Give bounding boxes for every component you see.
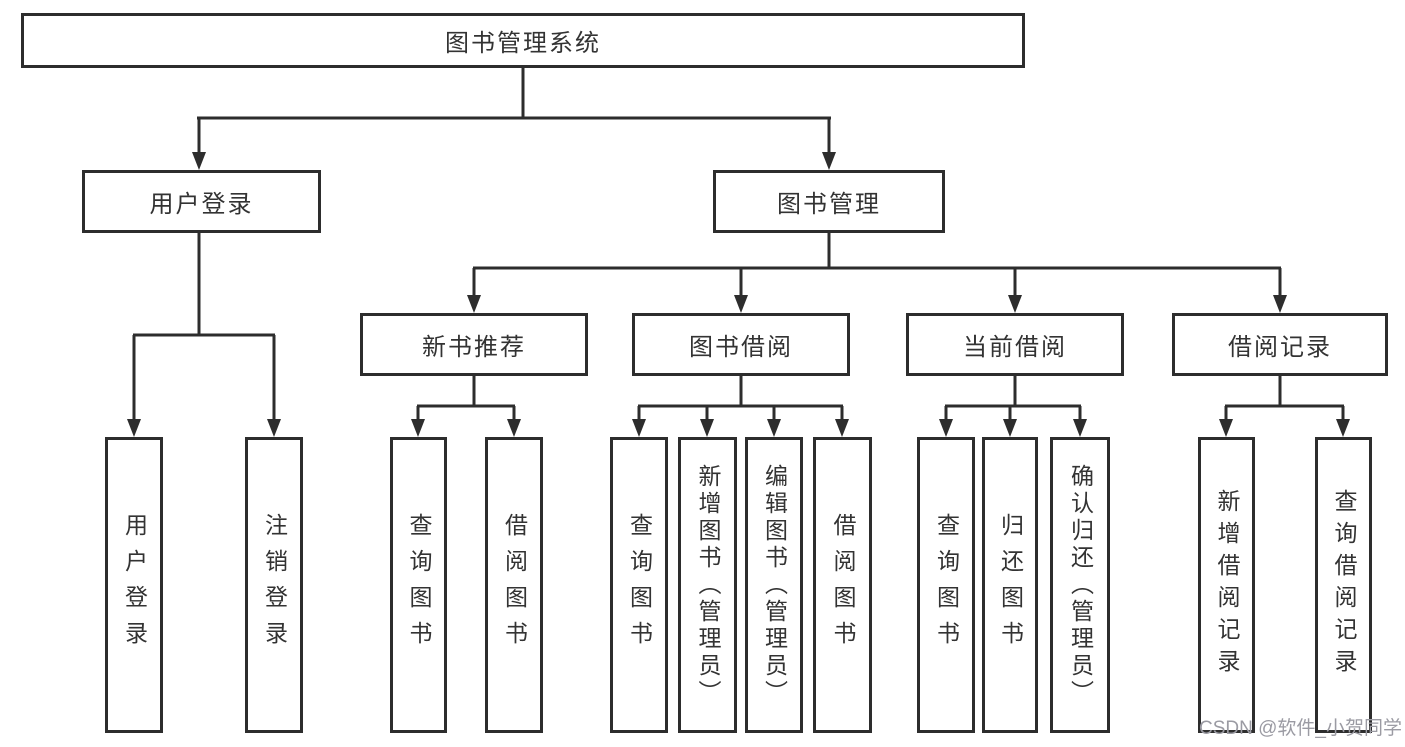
- node-leaf-add-book-admin: 新增图书（管理员）: [678, 437, 737, 733]
- node-label: 新增图书（管理员）: [695, 463, 721, 707]
- node-label: 归还图书: [997, 513, 1024, 657]
- node-label: 查询图书: [406, 513, 432, 657]
- node-book-management: 图书管理: [713, 170, 945, 233]
- node-label: 借阅图书: [501, 513, 528, 657]
- node-leaf-add-borrow-record: 新增借阅记录: [1198, 437, 1255, 733]
- node-leaf-recommend-borrow-book: 借阅图书: [485, 437, 543, 733]
- node-leaf-edit-book-admin: 编辑图书（管理员）: [745, 437, 803, 733]
- node-borrow-records: 借阅记录: [1172, 313, 1388, 376]
- node-label: 图书管理: [777, 191, 881, 218]
- node-label: 借阅图书: [830, 513, 856, 657]
- node-label: 借阅记录: [1228, 334, 1332, 361]
- node-leaf-query-borrow-record: 查询借阅记录: [1315, 437, 1372, 733]
- node-label: 当前借阅: [963, 334, 1067, 361]
- node-label: 图书管理系统: [445, 30, 601, 57]
- node-label: 确认归还（管理员）: [1067, 463, 1094, 707]
- node-label: 用户登录: [121, 513, 148, 657]
- node-leaf-recommend-query-book: 查询图书: [390, 437, 447, 733]
- node-label: 查询借阅记录: [1331, 489, 1357, 681]
- node-leaf-user-login: 用户登录: [105, 437, 163, 733]
- node-label: 编辑图书（管理员）: [761, 463, 788, 707]
- node-label: 新增借阅记录: [1214, 489, 1240, 681]
- node-leaf-confirm-return-admin: 确认归还（管理员）: [1050, 437, 1110, 733]
- node-library-management-system: 图书管理系统: [21, 13, 1025, 68]
- csdn-watermark: CSDN @软件_小贺同学: [1199, 718, 1402, 739]
- node-book-borrow: 图书借阅: [632, 313, 850, 376]
- node-label: 图书借阅: [689, 334, 793, 361]
- node-leaf-logout: 注销登录: [245, 437, 303, 733]
- node-current-borrow: 当前借阅: [906, 313, 1124, 376]
- node-leaf-borrow-book: 借阅图书: [813, 437, 872, 733]
- node-user-login: 用户登录: [82, 170, 321, 233]
- node-label: 查询图书: [626, 513, 653, 657]
- node-label: 用户登录: [149, 191, 254, 218]
- node-label: 查询图书: [933, 513, 960, 657]
- node-label: 新书推荐: [422, 334, 526, 361]
- node-leaf-return-book: 归还图书: [982, 437, 1038, 733]
- node-label: 注销登录: [261, 513, 288, 657]
- node-leaf-borrow-query-book: 查询图书: [610, 437, 668, 733]
- node-new-book-recommend: 新书推荐: [360, 313, 588, 376]
- node-leaf-current-query-book: 查询图书: [917, 437, 975, 733]
